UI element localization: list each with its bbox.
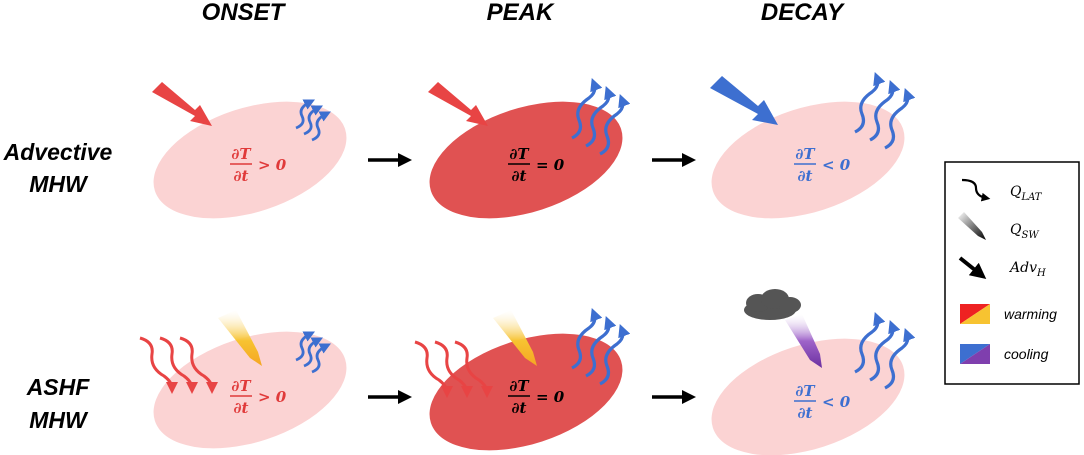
ocean-ellipse-light xyxy=(153,331,347,449)
legend-label-cooling: cooling xyxy=(1004,346,1049,362)
eq-relation: < 0 xyxy=(822,156,851,174)
latent-heat-flux-arrows-large-icon xyxy=(854,312,916,390)
ashf-onset-panel: ∂T ∂t > 0 xyxy=(139,310,347,449)
eq-numerator: ∂T xyxy=(231,377,252,395)
eq-relation: = 0 xyxy=(536,156,565,174)
eq-denominator: ∂t xyxy=(798,404,813,422)
advective-peak-panel: ∂T ∂t = 0 xyxy=(428,78,631,219)
ashf-peak-panel: ∂T ∂t = 0 xyxy=(414,308,631,451)
eq-relation: > 0 xyxy=(258,156,287,174)
column-title-onset: ONSET xyxy=(202,0,287,26)
eq-numerator: ∂T xyxy=(795,382,816,400)
eq-numerator: ∂T xyxy=(509,145,530,163)
shortwave-radiation-arrow-icon xyxy=(493,310,537,366)
eq-numerator: ∂T xyxy=(795,145,816,163)
ocean-ellipse-dark xyxy=(429,333,623,451)
latent-heat-flux-arrows-small-icon xyxy=(295,99,332,142)
latent-heat-flux-warming-arrows-icon xyxy=(414,340,493,398)
column-title-decay: DECAY xyxy=(761,0,845,26)
latent-heat-flux-arrows-small-icon xyxy=(295,331,332,374)
eq-relation: > 0 xyxy=(258,388,287,406)
eq-numerator: ∂T xyxy=(509,377,530,395)
legend-label-q-lat: QLAT xyxy=(1010,184,1043,203)
legend-label-warming: warming xyxy=(1004,306,1057,322)
equation-dTdt-zero: ∂T ∂t = 0 xyxy=(508,377,565,417)
eq-denominator: ∂t xyxy=(234,399,249,417)
ashf-decay-panel: ∂T ∂t < 0 xyxy=(711,289,916,455)
equation-dTdt-negative: ∂T ∂t < 0 xyxy=(794,145,851,185)
horizontal-advection-legend-icon xyxy=(958,256,987,279)
equation-dTdt-positive: ∂T ∂t > 0 xyxy=(230,377,287,417)
eq-denominator: ∂t xyxy=(512,399,527,417)
row-label-advective-line2: MHW xyxy=(29,171,89,197)
ocean-ellipse-light xyxy=(153,101,347,219)
equation-dTdt-negative: ∂T ∂t < 0 xyxy=(794,382,851,422)
eq-relation: = 0 xyxy=(536,388,565,406)
advective-onset-panel: ∂T ∂t > 0 xyxy=(152,82,347,219)
eq-relation: < 0 xyxy=(822,393,851,411)
latent-heat-flux-arrows-large-icon xyxy=(854,72,916,150)
warming-swatch-icon xyxy=(960,304,990,324)
advective-decay-panel: ∂T ∂t < 0 xyxy=(710,72,916,219)
latent-heat-flux-legend-icon xyxy=(961,178,991,202)
eq-denominator: ∂t xyxy=(798,167,813,185)
column-title-peak: PEAK xyxy=(487,0,555,26)
row-label-advective-line1: Advective xyxy=(3,139,113,165)
shortwave-radiation-legend-icon xyxy=(958,212,986,240)
row-label-ashf-line2: MHW xyxy=(29,407,89,433)
equation-dTdt-zero: ∂T ∂t = 0 xyxy=(508,145,565,185)
warm-advection-arrow-icon xyxy=(428,82,488,126)
latent-heat-flux-arrows-large-icon xyxy=(571,78,631,156)
ocean-ellipse-dark xyxy=(429,101,623,219)
reduced-shortwave-arrow-icon xyxy=(785,314,822,368)
eq-denominator: ∂t xyxy=(512,167,527,185)
latent-heat-flux-arrows-large-icon xyxy=(571,308,631,386)
cool-advection-arrow-icon xyxy=(710,76,778,125)
eq-numerator: ∂T xyxy=(231,145,252,163)
legend-label-adv-h: AdvH xyxy=(1008,260,1046,279)
ocean-ellipse-light xyxy=(711,338,905,455)
cloud-icon xyxy=(744,289,801,320)
warm-advection-arrow-icon xyxy=(152,82,212,126)
row-label-ashf-line1: ASHF xyxy=(26,374,91,400)
legend: QLAT QSW AdvH warming cooling xyxy=(944,161,1080,385)
latent-heat-flux-warming-arrows-icon xyxy=(139,336,218,394)
shortwave-radiation-arrow-icon xyxy=(218,310,262,366)
legend-label-q-sw: QSW xyxy=(1010,222,1039,241)
equation-dTdt-positive: ∂T ∂t > 0 xyxy=(230,145,287,185)
cooling-swatch-icon xyxy=(960,344,990,364)
eq-denominator: ∂t xyxy=(234,167,249,185)
